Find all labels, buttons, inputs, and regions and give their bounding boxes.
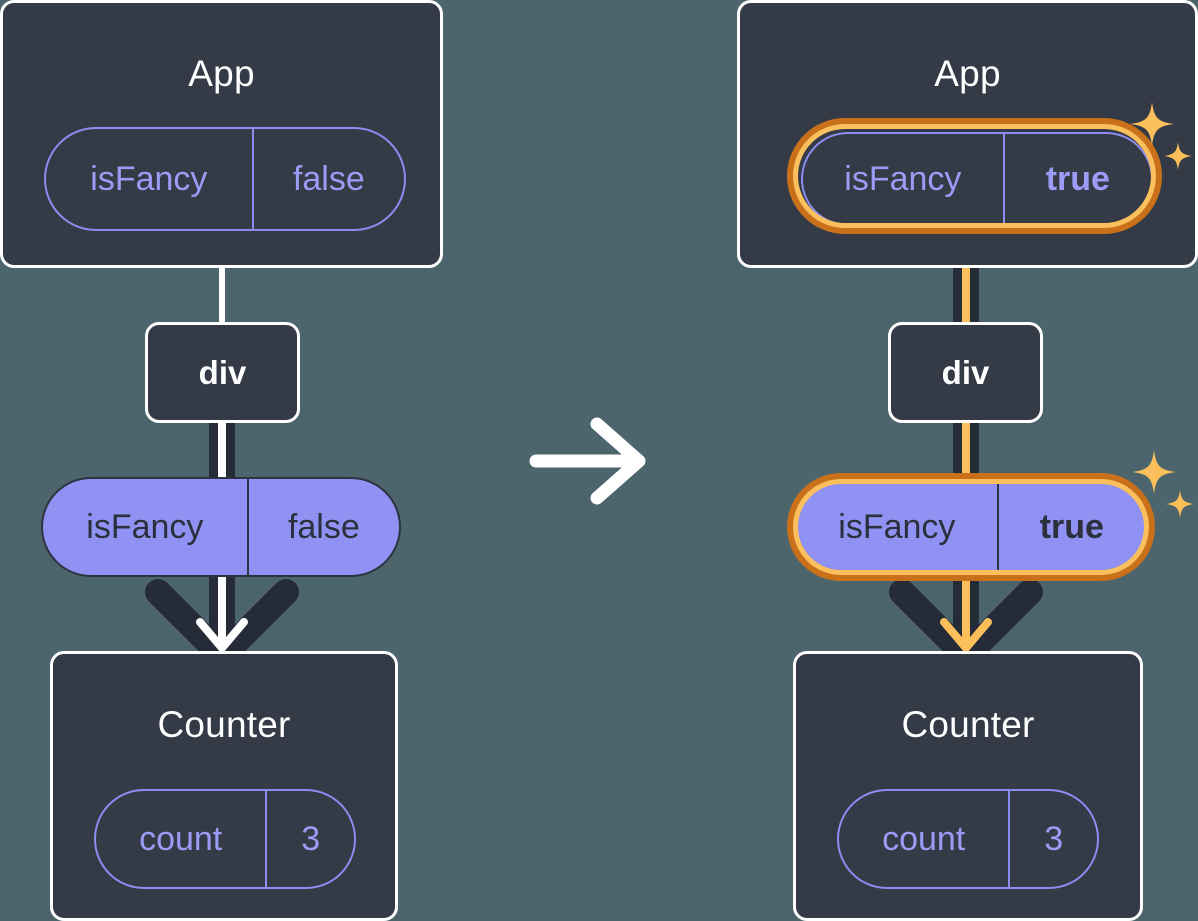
right-div-label: div (941, 353, 990, 391)
right-counter-state-key: count (882, 819, 966, 858)
left-counter-box[interactable]: Counter count 3 (50, 651, 398, 921)
left-app-state-value: false (251, 129, 404, 229)
left-prop-value: false (246, 479, 399, 575)
left-counter-title: Counter (157, 704, 291, 745)
right-prop-value: true (996, 483, 1145, 571)
left-prop-key: isFancy (86, 507, 204, 546)
right-app-state-key: isFancy (844, 159, 962, 198)
left-app-box[interactable]: App isFancy false (0, 0, 443, 268)
right-app-state-pill[interactable]: isFancy true (801, 132, 1153, 226)
left-counter-state-key: count (139, 819, 223, 858)
right-counter-box[interactable]: Counter count 3 (793, 651, 1143, 921)
left-arrow-to-counter-core (196, 565, 248, 652)
left-div-box[interactable]: div (145, 322, 300, 423)
right-arrow-to-counter-core (940, 565, 992, 652)
right-prop-pill[interactable]: isFancy true (795, 481, 1147, 573)
right-arrow-icon (529, 417, 646, 505)
left-app-title: App (188, 53, 255, 94)
right-app-box[interactable]: App isFancy true (737, 0, 1198, 268)
right-div-box[interactable]: div (888, 322, 1043, 423)
right-app-title: App (934, 53, 1001, 94)
left-div-label: div (198, 353, 247, 391)
right-app-state-value: true (1002, 134, 1151, 224)
right-edge-app-to-div-core (962, 228, 970, 328)
left-prop-pill[interactable]: isFancy false (41, 477, 401, 577)
right-counter-state-value: 3 (1008, 791, 1097, 887)
right-edge-div-to-pill-core (962, 420, 970, 482)
left-edge-app-to-div (219, 265, 225, 327)
left-counter-state-pill[interactable]: count 3 (94, 789, 356, 889)
right-prop-key: isFancy (838, 507, 956, 546)
left-counter-state-value: 3 (265, 791, 354, 887)
right-counter-state-pill[interactable]: count 3 (837, 789, 1099, 889)
right-counter-title: Counter (901, 704, 1035, 745)
left-app-state-key: isFancy (90, 159, 208, 198)
left-app-state-pill[interactable]: isFancy false (44, 127, 406, 231)
left-edge-div-to-pill-core (218, 420, 226, 482)
